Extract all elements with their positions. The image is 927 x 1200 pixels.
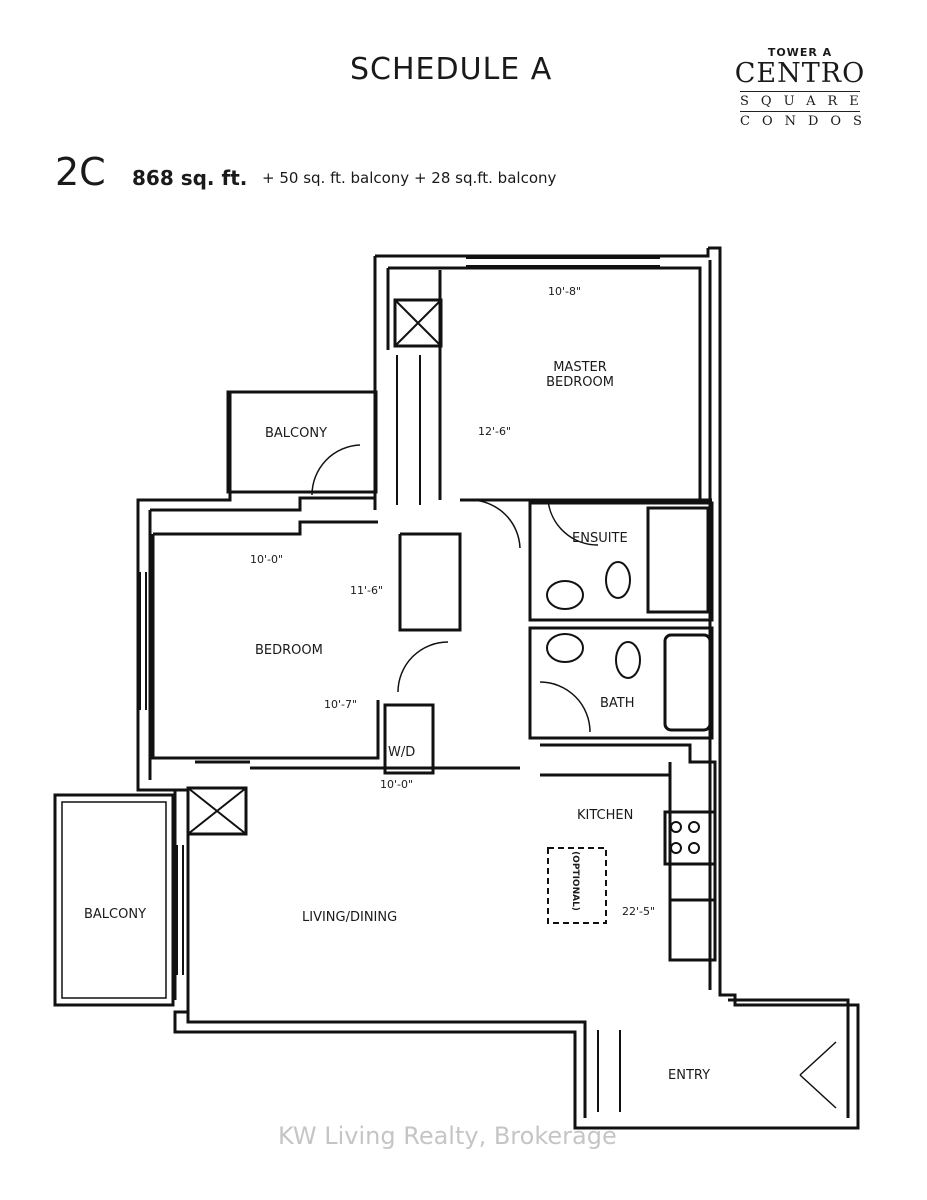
- optional-island-label: (OPTIONAL): [569, 851, 580, 911]
- door-swing-ensuite: [547, 499, 599, 546]
- stove: [663, 810, 717, 866]
- logo-rule-2: [740, 111, 860, 112]
- shower: [646, 506, 710, 614]
- kitchen-label: KITCHEN: [577, 808, 634, 823]
- bath-label: BATH: [600, 696, 635, 711]
- upper-balcony: [226, 390, 378, 494]
- wd-label: W/D: [388, 745, 416, 760]
- living-dining-label: LIVING/DINING: [302, 910, 398, 925]
- bedroom-width-dim: 10'-0": [250, 553, 284, 566]
- door-swing-master: [471, 499, 521, 549]
- watermark: KW Living Realty, Brokerage: [278, 1122, 617, 1150]
- kitchen-counter: [540, 743, 717, 960]
- closet-slider-master: [396, 355, 421, 505]
- entry-label: ENTRY: [668, 1068, 711, 1083]
- sink-ensuite: [546, 580, 584, 610]
- interior-area: 868 sq. ft.: [132, 166, 248, 190]
- burner-1: [670, 821, 682, 833]
- hvac-closet-living: [186, 786, 248, 836]
- master-window: [466, 257, 660, 267]
- kitchen-length-dim: 22'-5": [622, 905, 656, 918]
- bedroom-window: [139, 572, 147, 710]
- logo-square: SQUARE: [740, 94, 871, 109]
- master-bedroom-label: MASTER BEDROOM: [546, 360, 614, 390]
- outer-wall: [136, 246, 860, 1130]
- bathtub: [663, 633, 712, 732]
- closet-slider-entry: [597, 1030, 621, 1112]
- bath-room: [528, 626, 714, 740]
- bedroom-width-bottom-dim: 10'-7": [324, 698, 358, 711]
- master-length-dim: 12'-6": [478, 425, 512, 438]
- schedule-title: SCHEDULE A: [350, 52, 553, 87]
- bedroom-length-dim: 11'-6": [350, 584, 384, 597]
- burner-2: [688, 821, 700, 833]
- bedroom-top-wall: [150, 496, 375, 512]
- hvac-closet-master: [393, 298, 443, 348]
- hvac-x-living: [187, 787, 247, 835]
- door-swing-balcony: [311, 444, 361, 496]
- door-swing-entry: [799, 1041, 837, 1109]
- balcony-upper-label: BALCONY: [265, 426, 328, 441]
- burner-4: [688, 842, 700, 854]
- logo-tower: TOWER A: [767, 46, 833, 59]
- living-door-slider: [176, 845, 184, 975]
- ensuite-room: [528, 501, 714, 622]
- living-width-dim: 10'-0": [380, 778, 414, 791]
- balcony-lower-label: BALCONY: [84, 907, 147, 922]
- west-wall: [148, 510, 177, 1000]
- toilet-ensuite: [605, 561, 631, 599]
- inner-wall-line: [186, 260, 850, 1118]
- logo-centro: CENTRO: [734, 58, 866, 89]
- logo-condos: CONDOS: [740, 114, 874, 129]
- bedroom-inner: [151, 520, 380, 760]
- door-swing-bedroom: [397, 641, 449, 693]
- centro-square-logo: TOWER A CENTRO SQUARE CONDOS: [730, 46, 870, 129]
- bedroom-label: BEDROOM: [255, 643, 323, 658]
- fridge: [668, 898, 717, 962]
- burner-3: [670, 842, 682, 854]
- balcony-areas: + 50 sq. ft. balcony + 28 sq.ft. balcony: [262, 169, 557, 187]
- lower-balcony: [53, 793, 175, 1007]
- master-wall-left: [373, 256, 442, 510]
- logo-rule: [740, 91, 860, 92]
- wd-closet: [383, 703, 435, 775]
- sink-bath: [546, 633, 584, 663]
- lower-balcony-inner: [61, 801, 167, 999]
- unit-name: 2C: [55, 150, 106, 194]
- optional-island: [547, 847, 607, 924]
- hvac-x-master: [394, 299, 442, 347]
- master-width-dim: 10'-8": [548, 285, 582, 298]
- toilet-bath: [615, 641, 641, 679]
- ensuite-label: ENSUITE: [572, 531, 628, 546]
- closet-wall: [398, 532, 462, 632]
- door-swing-bath: [539, 681, 591, 733]
